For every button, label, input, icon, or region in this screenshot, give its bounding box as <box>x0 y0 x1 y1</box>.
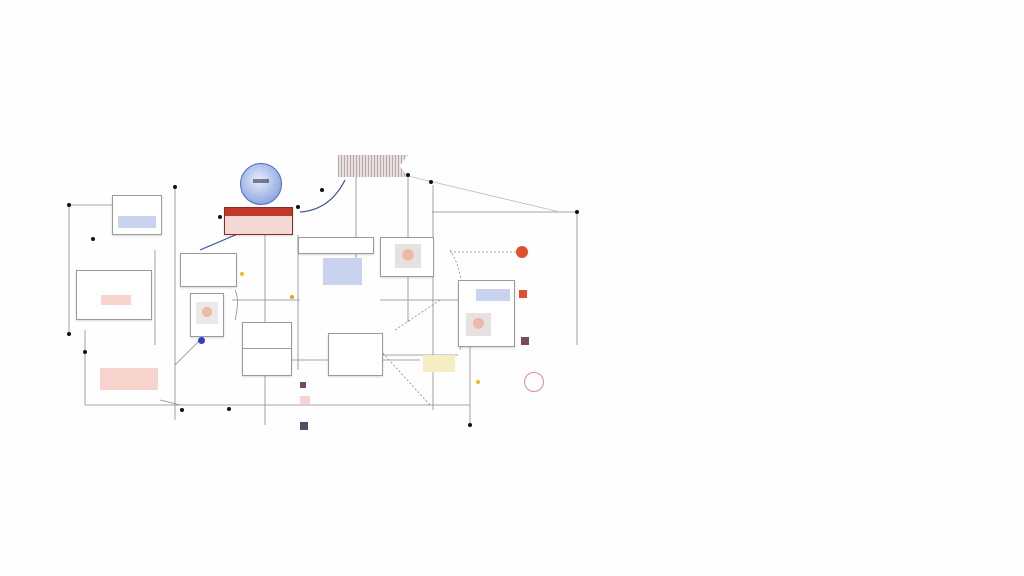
junction-dot <box>227 407 231 411</box>
portrait-card[interactable] <box>380 237 434 277</box>
text-card[interactable] <box>76 270 152 320</box>
junction-dot <box>67 332 71 336</box>
junction-dot <box>429 180 433 184</box>
junction-dot <box>173 185 177 189</box>
junction-dot <box>218 215 222 219</box>
legend-square <box>521 337 529 345</box>
junction-dot <box>180 408 184 412</box>
list-entry-icon <box>300 422 308 430</box>
junction-dot <box>406 173 410 177</box>
text-card[interactable] <box>328 333 383 376</box>
junction-dot <box>296 205 300 209</box>
red-node-icon[interactable] <box>516 246 528 258</box>
portrait-card[interactable] <box>458 280 515 347</box>
pink-note[interactable] <box>100 368 158 390</box>
list-entry-icon <box>300 382 306 388</box>
portrait-photo-icon <box>196 302 218 324</box>
junction-dot <box>290 295 294 299</box>
header-card[interactable] <box>298 237 374 254</box>
junction-dot <box>320 188 324 192</box>
text-card[interactable] <box>180 253 237 287</box>
junction-dot <box>91 237 95 241</box>
blue-node[interactable] <box>198 337 205 344</box>
junction-dot <box>575 210 579 214</box>
text-card[interactable] <box>242 322 292 349</box>
portrait-photo-icon <box>395 244 421 268</box>
blue-note[interactable] <box>323 258 362 285</box>
note-card[interactable] <box>112 195 162 235</box>
portrait-photo-icon <box>466 313 491 336</box>
globe-node[interactable] <box>240 163 282 205</box>
legend-square <box>519 290 527 298</box>
junction-dot <box>240 272 244 276</box>
junction-dot <box>67 203 71 207</box>
globe-icon <box>253 179 269 183</box>
pink-chip <box>300 396 310 404</box>
yellow-note[interactable] <box>423 355 455 372</box>
banner-flag-node[interactable] <box>338 155 408 177</box>
junction-dot <box>476 380 480 384</box>
pink-ring-icon <box>524 372 544 392</box>
junction-dot <box>468 423 472 427</box>
junction-dot <box>83 350 87 354</box>
title-node-red[interactable] <box>224 207 293 235</box>
text-card[interactable] <box>242 348 292 376</box>
portrait-card[interactable] <box>190 293 224 337</box>
